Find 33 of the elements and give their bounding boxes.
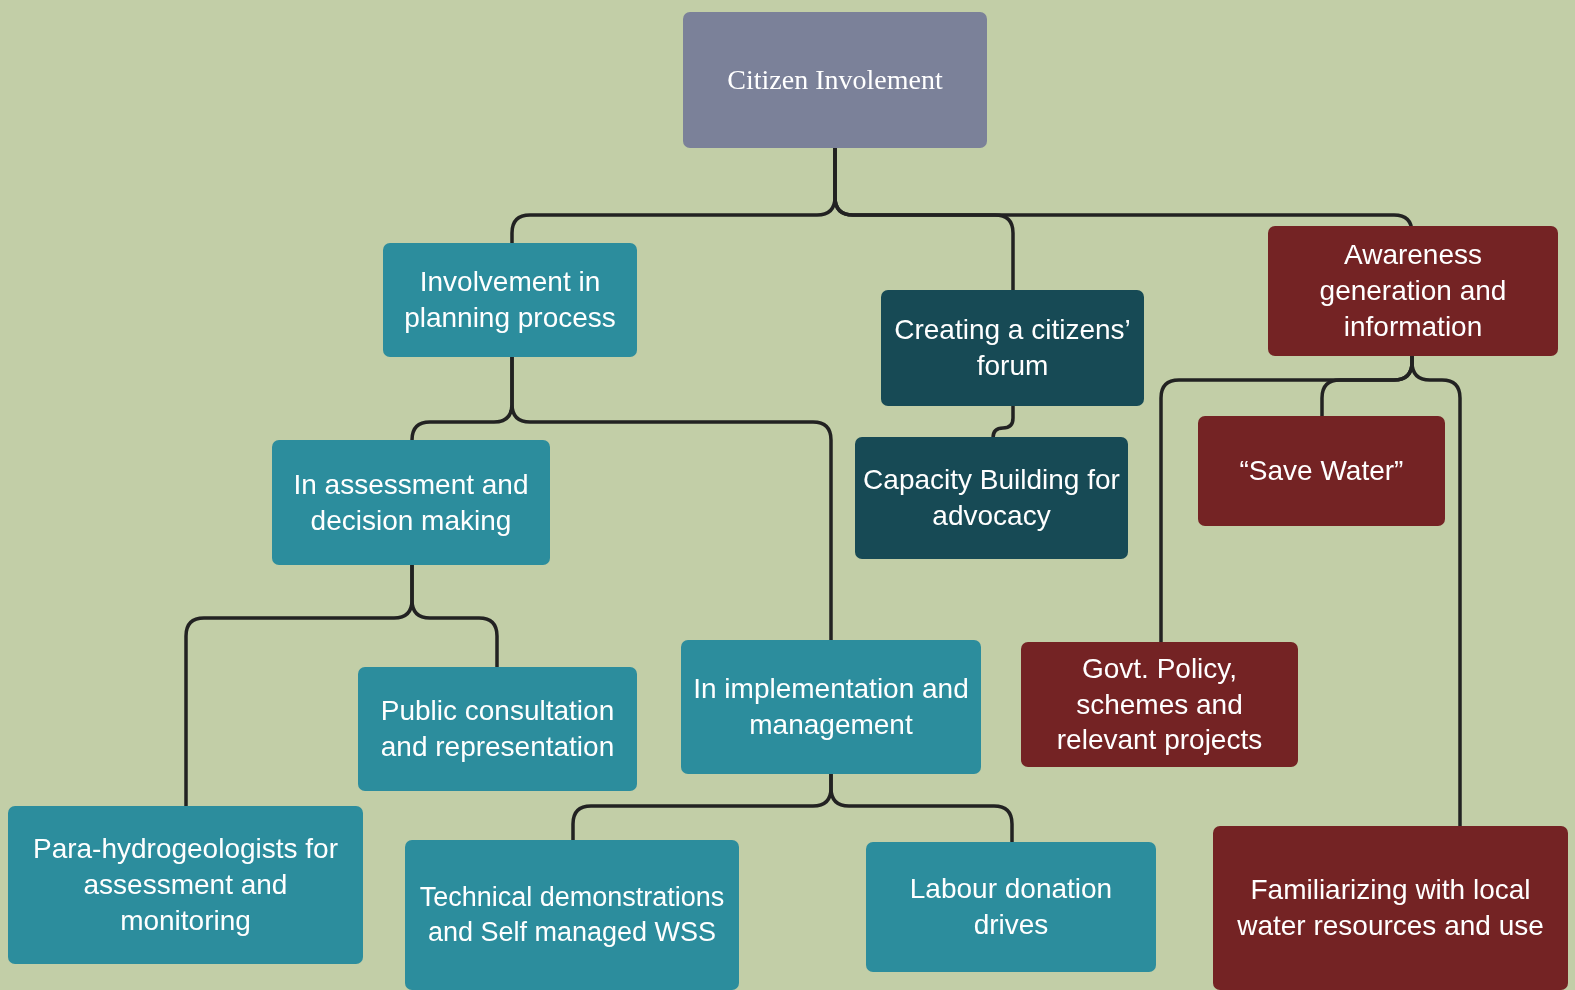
node-label: In implementation and management bbox=[692, 672, 970, 742]
node-label: Technical demonstrations and Self managed WSS bbox=[418, 881, 726, 949]
node-box bbox=[8, 806, 363, 964]
connector-line bbox=[991, 406, 1015, 440]
node-label: In assessment and decision making bbox=[292, 467, 530, 538]
node-label: Govt. Policy, schemes and relevant projects bbox=[1055, 651, 1264, 758]
connector-line bbox=[510, 357, 833, 640]
node-label: Citizen Involement bbox=[727, 63, 943, 98]
node-box bbox=[358, 667, 637, 791]
node-label: Para-hydrogeologists for assessment and monitoring bbox=[31, 832, 339, 938]
node-box bbox=[683, 12, 987, 148]
connector-line bbox=[1410, 356, 1462, 826]
node-label: Capacity Building for advocacy bbox=[863, 463, 1120, 533]
node-label: Labour donation drives bbox=[908, 872, 1114, 942]
node-box bbox=[405, 840, 739, 990]
node-label: “Save Water” bbox=[1239, 454, 1404, 489]
node-box bbox=[383, 243, 637, 357]
node-box bbox=[1268, 226, 1558, 356]
node-box bbox=[866, 842, 1156, 972]
node-box bbox=[1213, 826, 1568, 990]
node-box bbox=[855, 437, 1128, 559]
node-label: Public consultation and representation bbox=[379, 694, 616, 764]
node-label: Awareness generation and information bbox=[1318, 238, 1508, 344]
node-box bbox=[272, 440, 550, 565]
node-box bbox=[1021, 642, 1298, 767]
node-label: Familiarizing with local water resources and use bbox=[1236, 873, 1545, 943]
node-label: Creating a citizens’ forum bbox=[893, 313, 1132, 383]
node-box bbox=[681, 640, 981, 774]
node-label: Involvement in planning process bbox=[403, 265, 617, 335]
connector-line bbox=[829, 774, 1014, 842]
connector-line bbox=[410, 565, 499, 667]
node-box bbox=[1198, 416, 1445, 526]
node-box bbox=[881, 290, 1144, 406]
